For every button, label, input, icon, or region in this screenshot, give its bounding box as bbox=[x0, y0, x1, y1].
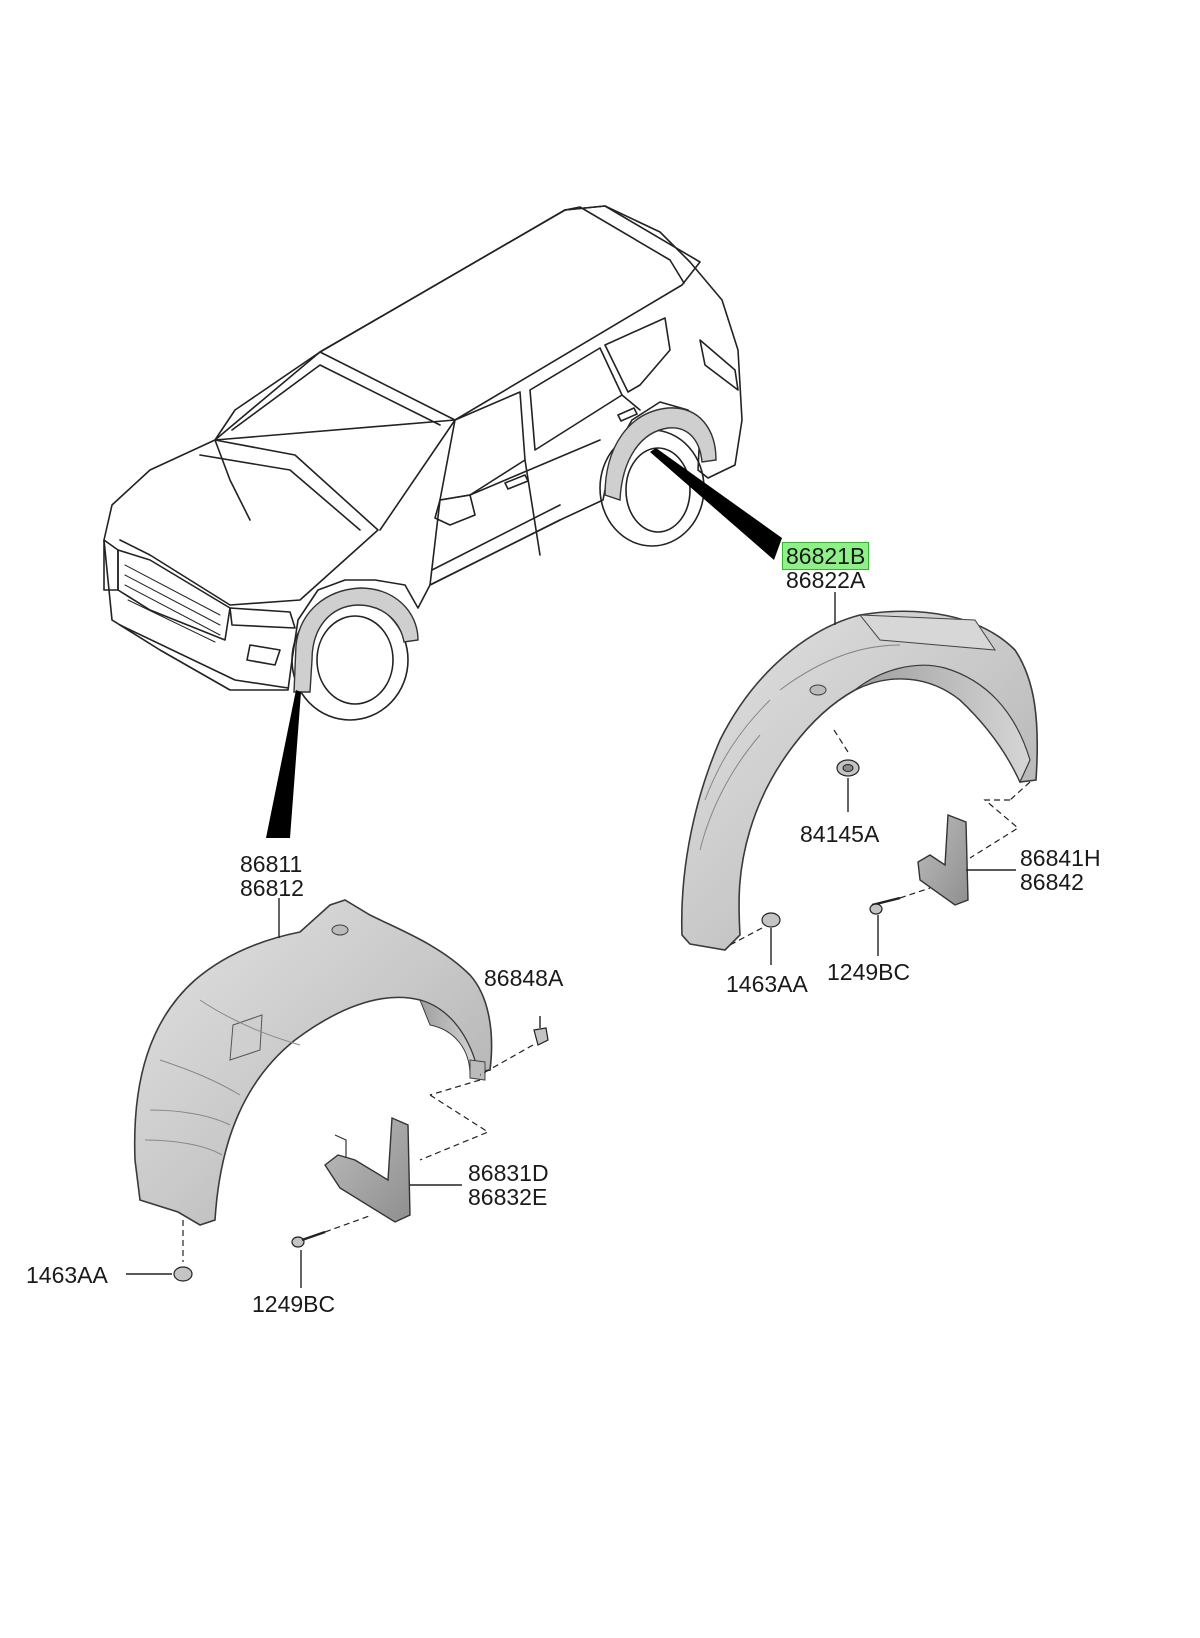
front-wheel-guard bbox=[133, 899, 493, 1226]
callout-front-guard-line2[interactable]: 86812 bbox=[240, 875, 304, 901]
front-clip-top-part bbox=[479, 1016, 549, 1076]
rear-guard-on-vehicle bbox=[604, 407, 717, 501]
callout-rear-guard[interactable]: 86821B 86822A bbox=[781, 542, 870, 593]
front-pointer bbox=[266, 690, 301, 838]
callout-front-mudguard[interactable]: 86831D 86832E bbox=[468, 1161, 549, 1209]
callout-front-clip-top[interactable]: 86848A bbox=[484, 965, 564, 991]
callout-rear-guard-line2[interactable]: 86822A bbox=[786, 567, 866, 593]
callout-rear-guard-highlight[interactable]: 86821B bbox=[781, 542, 870, 570]
front-clip-part bbox=[126, 1220, 193, 1282]
vehicle-illustration bbox=[103, 205, 743, 721]
rear-pointer bbox=[650, 448, 782, 560]
callout-rear-screw[interactable]: 1249BC bbox=[827, 959, 911, 985]
callout-rear-nut[interactable]: 84145A bbox=[800, 821, 880, 847]
callout-rear-mudguard-line1[interactable]: 86841H bbox=[1020, 845, 1101, 871]
callout-front-guard[interactable]: 86811 86812 bbox=[240, 852, 304, 900]
callout-rear-mudguard[interactable]: 86841H 86842 bbox=[1020, 846, 1101, 894]
rear-wheel-guard bbox=[680, 610, 1039, 951]
callout-rear-mudguard-line2[interactable]: 86842 bbox=[1020, 869, 1084, 895]
callout-rear-clip[interactable]: 1463AA bbox=[726, 971, 808, 997]
front-guard-on-vehicle bbox=[293, 587, 419, 693]
rear-clip-part bbox=[729, 912, 781, 965]
callout-front-screw[interactable]: 1249BC bbox=[252, 1291, 336, 1317]
callout-front-clip[interactable]: 1463AA bbox=[26, 1262, 108, 1288]
front-mudguard-part bbox=[324, 1079, 490, 1223]
callout-front-mudguard-line2[interactable]: 86832E bbox=[468, 1184, 548, 1210]
callout-front-mudguard-line1[interactable]: 86831D bbox=[468, 1160, 549, 1186]
rear-nut-part bbox=[833, 729, 860, 812]
rear-screw-part bbox=[869, 887, 931, 956]
front-screw-part bbox=[291, 1214, 373, 1288]
rear-mudguard-part bbox=[917, 781, 1031, 906]
callout-front-guard-line1[interactable]: 86811 bbox=[240, 851, 303, 877]
